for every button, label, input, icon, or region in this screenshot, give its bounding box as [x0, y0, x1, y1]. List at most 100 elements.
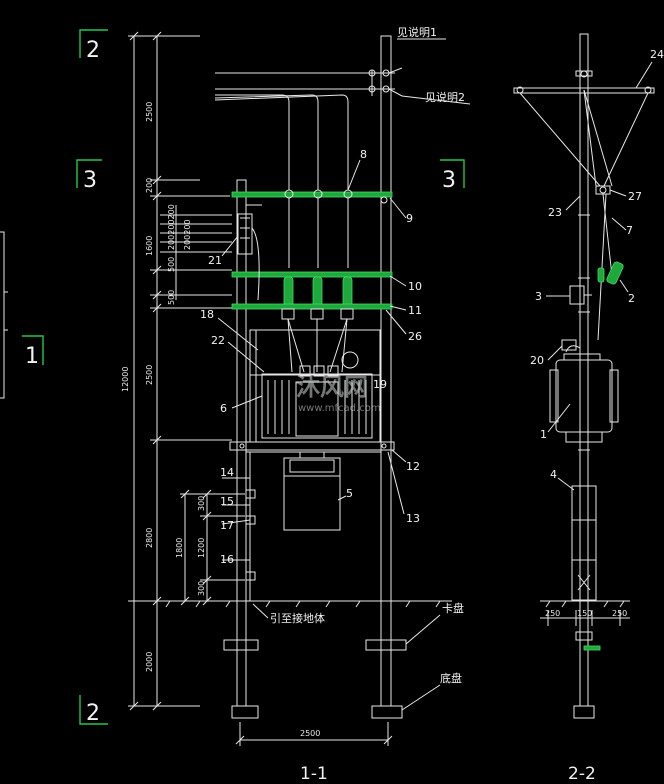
svg-text:20: 20 [530, 354, 544, 367]
low-voltage-box [283, 452, 341, 531]
cross-arm-lower [231, 303, 393, 310]
section-mark-label: 1 [25, 344, 39, 369]
view-2-2: 250 150 250 2-2 [513, 33, 655, 784]
svg-text:1: 1 [540, 428, 547, 441]
svg-text:13: 13 [406, 512, 420, 525]
svg-text:2: 2 [628, 292, 635, 305]
dim-side-right: 250 [612, 609, 627, 618]
section-mark-label: 3 [442, 168, 456, 193]
callout-15: 15 [220, 495, 250, 508]
secondary-pole [236, 179, 247, 707]
dim-buried: 2000 [145, 652, 154, 672]
svg-text:24: 24 [650, 48, 664, 61]
svg-text:3: 3 [535, 290, 542, 303]
dim-1600: 1600 [145, 236, 154, 256]
svg-text:12: 12 [406, 460, 420, 473]
callout-1: 1 [540, 403, 571, 441]
svg-text:8: 8 [360, 148, 367, 161]
dim-500-b: 500 [167, 290, 176, 305]
section-mark-label: 3 [83, 168, 97, 193]
cross-arm-top [231, 191, 393, 198]
dim-300-b: 300 [197, 581, 206, 596]
watermark: 沐风网 www.mfcad.com [296, 373, 381, 414]
watermark-brand: 沐风网 [296, 373, 368, 401]
callout-22: 22 [211, 334, 265, 373]
section-marker-3-right: 3 [440, 159, 465, 193]
dim-width: 2500 [300, 729, 320, 738]
section-mark-label: 2 [86, 38, 100, 63]
callout-20: 20 [530, 345, 563, 367]
callout-24: 24 [635, 48, 664, 89]
callout-12: 12 [391, 449, 420, 473]
svg-text:21: 21 [208, 254, 222, 267]
callout-23: 23 [548, 195, 581, 219]
dim-500-a: 500 [167, 257, 176, 272]
view-title-2-2: 2-2 [568, 764, 596, 784]
callout-10: 10 [389, 275, 422, 293]
base-plate-right [371, 705, 403, 719]
dim-200-200: 200200 [183, 219, 192, 250]
base-plate-left [231, 705, 259, 719]
svg-text:5: 5 [346, 487, 353, 500]
callout-9: 9 [389, 197, 413, 225]
svg-text:22: 22 [211, 334, 225, 347]
svg-text:9: 9 [406, 212, 413, 225]
section-marker-3-left: 3 [76, 159, 102, 193]
callout-16: 16 [220, 553, 250, 566]
card-plate-left [223, 639, 259, 651]
svg-text:4: 4 [550, 468, 557, 481]
note-1: 见说明1 [397, 25, 437, 39]
svg-text:16: 16 [220, 553, 234, 566]
svg-text:10: 10 [408, 280, 422, 293]
callout-14: 14 [220, 466, 250, 479]
callout-7: 7 [611, 217, 633, 237]
callout-27: 27 [609, 189, 642, 203]
svg-text:14: 14 [220, 466, 234, 479]
callout-5: 5 [337, 487, 353, 501]
card-plate-right [365, 639, 407, 651]
dim-side-left: 250 [545, 609, 560, 618]
callout-8: 8 [347, 148, 367, 191]
dim-lower: 2800 [145, 528, 154, 548]
callout-13: 13 [387, 451, 420, 525]
partial-left-view [0, 231, 8, 399]
section-marker-2-bottom: 2 [79, 695, 108, 726]
dim-side-mid: 150 [577, 609, 592, 618]
dim-total-height: 12000 [121, 367, 130, 392]
callout-6: 6 [220, 395, 263, 415]
callout-18: 18 [200, 308, 259, 351]
dim-upper: 2500 [145, 102, 154, 122]
ground-note: 引至接地体 [270, 611, 325, 625]
section-mark-label: 2 [86, 701, 100, 726]
svg-text:27: 27 [628, 190, 642, 203]
fuse-insulators [283, 276, 353, 308]
svg-text:19: 19 [373, 378, 387, 391]
dim-300-a: 300 [197, 496, 206, 511]
callout-3: 3 [535, 290, 570, 303]
dimension-chain: 12000 2500 200 1600 200200200 500 500 20… [121, 31, 245, 711]
side-transformer [549, 339, 619, 443]
platform-beam [229, 441, 395, 451]
svg-text:17: 17 [220, 519, 234, 532]
dim-mid: 2500 [145, 365, 154, 385]
callout-4: 4 [550, 468, 575, 491]
dim-200: 200 [145, 178, 154, 193]
base-plate-note: 底盘 [440, 671, 462, 685]
svg-text:26: 26 [408, 330, 422, 343]
callout-26: 26 [385, 309, 422, 343]
section-marker-1-left: 1 [22, 335, 44, 369]
callout-11: 11 [389, 304, 422, 317]
svg-text:11: 11 [408, 304, 422, 317]
svg-text:6: 6 [220, 402, 227, 415]
cross-arm-fuse [231, 271, 393, 278]
transformer [261, 351, 373, 439]
callout-19: 19 [373, 378, 387, 391]
dim-200-200-200: 200200200 [167, 204, 176, 250]
svg-text:18: 18 [200, 308, 214, 321]
watermark-url: www.mfcad.com [298, 403, 381, 414]
view-title-1-1: 1-1 [300, 764, 328, 784]
callouts-view-2-2: 24 27 23 7 3 2 20 1 4 [530, 48, 664, 491]
side-pole [579, 33, 589, 707]
